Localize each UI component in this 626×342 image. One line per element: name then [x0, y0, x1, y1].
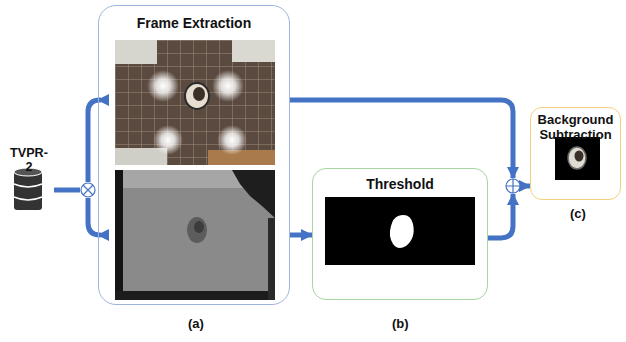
person [185, 83, 209, 109]
depth-shadow [115, 291, 275, 300]
desk [115, 40, 157, 64]
person-depth [187, 217, 207, 243]
threshold-mask [325, 197, 475, 265]
depth-frame [115, 170, 275, 300]
flow-arrow [290, 100, 530, 186]
subtraction-result [555, 137, 600, 180]
desk [232, 40, 275, 62]
dataset-name: TVPR-2 [8, 146, 50, 175]
person-depth [194, 221, 204, 233]
stage-title: Threshold [317, 176, 483, 192]
split-cross [83, 185, 93, 195]
merge-symbol [506, 179, 520, 193]
flow-line [290, 233, 312, 238]
split-symbol [81, 183, 95, 197]
flow-line [521, 184, 530, 189]
color-frame [115, 40, 275, 165]
database-band [14, 184, 42, 187]
panel-letter: (b) [392, 316, 409, 331]
merge-circle [506, 179, 520, 193]
split-circle [81, 183, 95, 197]
depth-shadow [115, 170, 123, 300]
flow-arrow [488, 194, 513, 238]
person-head [193, 87, 205, 101]
depth-ground [115, 170, 275, 300]
stage-title: Background Subtraction [535, 113, 616, 143]
flow-arrow [290, 235, 312, 236]
panel-letter: (a) [188, 316, 204, 331]
floor-tiles [115, 40, 275, 165]
depth-shadow [232, 170, 275, 218]
merge-plus [506, 179, 520, 193]
database-band [14, 197, 42, 200]
flow-arrow [54, 100, 100, 235]
panel-letter: (c) [570, 206, 586, 221]
light-spot [212, 70, 244, 102]
desk [208, 150, 275, 165]
database-body [14, 172, 42, 210]
light-spot [217, 125, 247, 155]
person-cutout [568, 147, 586, 169]
flow-line [488, 194, 513, 238]
database-node: TVPR-2 [4, 146, 54, 216]
light-spot [153, 125, 183, 155]
stage-title: Frame Extraction [103, 15, 285, 31]
light-spot [147, 70, 179, 102]
stage-panel: Background Subtraction [530, 107, 621, 200]
person-mask [390, 215, 414, 248]
stage-panel: Threshold [312, 168, 488, 300]
flow-line [290, 100, 513, 178]
flow-line [54, 188, 80, 193]
depth-shadow [268, 218, 275, 300]
person-cutout [575, 151, 584, 162]
stage-panel: Frame Extraction [98, 5, 290, 305]
